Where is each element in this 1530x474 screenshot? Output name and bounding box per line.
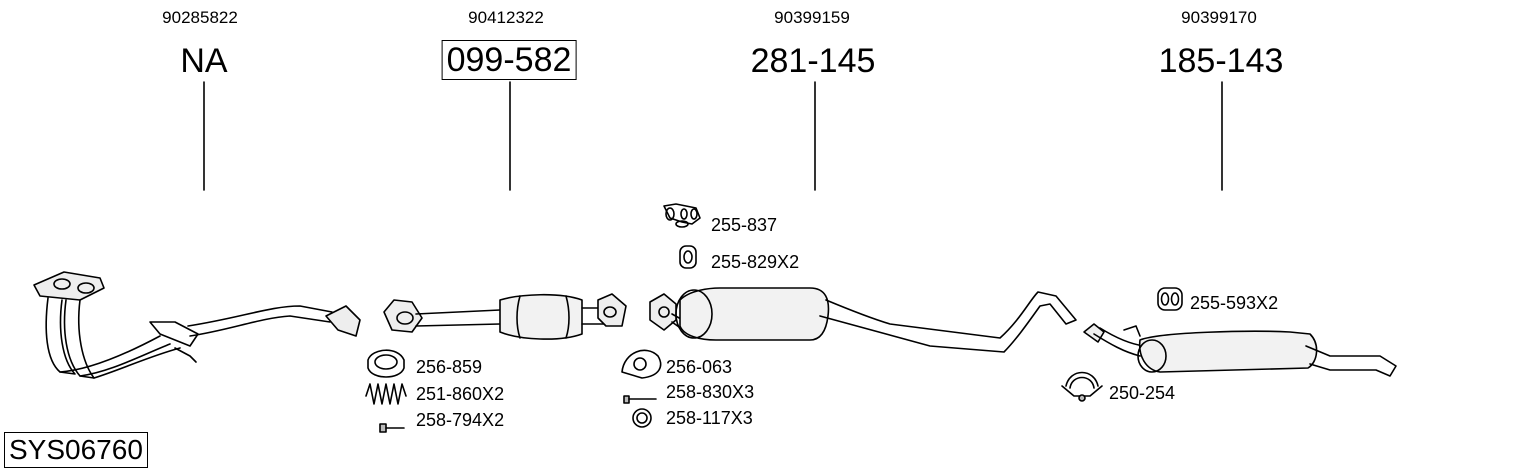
accessory-label: 258-794X2	[416, 410, 505, 430]
rear-silencer-drawing	[1083, 323, 1397, 377]
part-number-middle: 281-145	[750, 42, 876, 80]
accessory-label: 255-829X2	[711, 252, 800, 272]
rubber-hanger-icon	[663, 203, 701, 228]
nut-icon	[632, 408, 652, 428]
rubber-ring-icon	[679, 245, 697, 269]
accessory-label: 256-859	[416, 357, 483, 377]
accessory-label: 256-063	[666, 357, 733, 377]
bolt-icon	[623, 395, 657, 404]
spring-icon	[365, 383, 407, 405]
catalyst-drawing	[383, 293, 627, 340]
part-number-front: NA	[180, 42, 228, 80]
flange-gasket-icon	[621, 349, 662, 379]
accessory-label: 251-860X2	[416, 384, 505, 404]
accessory-label: 250-254	[1109, 383, 1176, 403]
rubber-mount-icon	[1157, 287, 1183, 311]
accessory-label: 258-117X3	[666, 408, 753, 428]
system-code: SYS06760	[4, 432, 148, 468]
accessory-label: 255-593X2	[1190, 293, 1279, 313]
oe-number-rear: 90399170	[1181, 8, 1257, 27]
oe-number-middle: 90399159	[774, 8, 850, 27]
clamp-icon	[1061, 371, 1103, 402]
bolt-icon	[379, 423, 405, 433]
middle-silencer-drawing	[649, 287, 1077, 353]
oe-number-front: 90285822	[162, 8, 238, 27]
oe-number-catalyst: 90412322	[468, 8, 544, 27]
accessory-label: 258-830X3	[666, 382, 755, 402]
front-pipe-drawing	[33, 271, 361, 379]
sealing-ring-icon	[367, 349, 405, 378]
part-number-catalyst: 099-582	[441, 40, 577, 80]
part-number-rear: 185-143	[1158, 42, 1284, 80]
accessory-label: 255-837	[711, 215, 778, 235]
